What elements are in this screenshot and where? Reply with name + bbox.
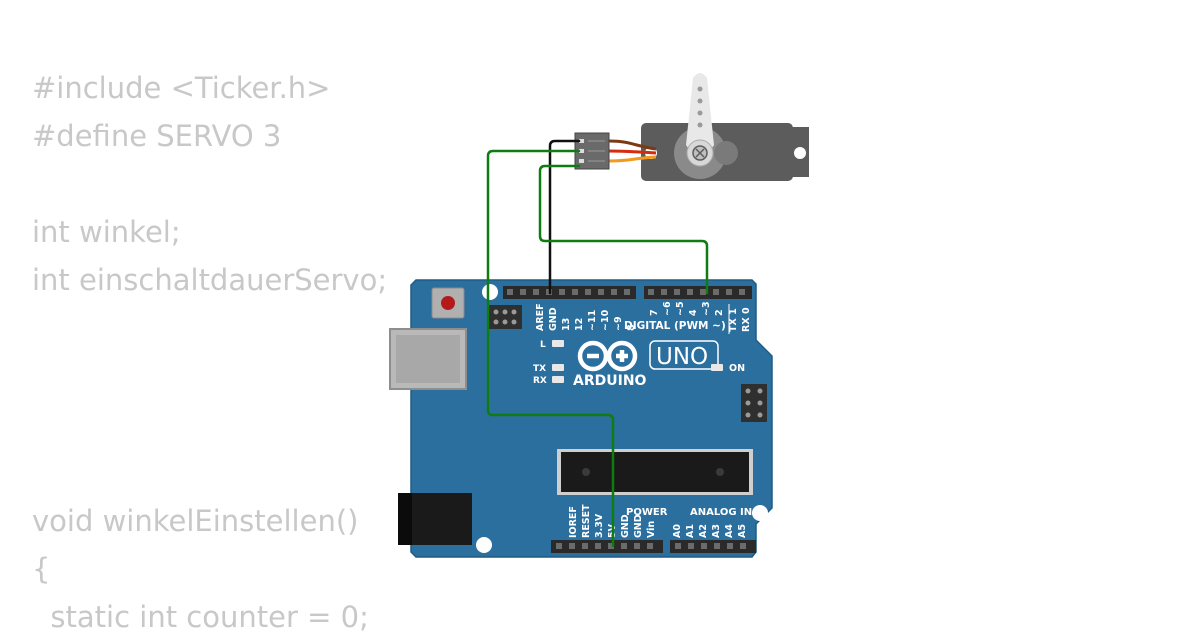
digital-pwm-label: DIGITAL (PWM ~) xyxy=(624,320,726,332)
analog-pin-labels: A0 A1 A2 A3 A4 A5 xyxy=(672,524,748,538)
pin-label: 13 xyxy=(561,318,572,331)
arduino-uno-board: AREF GND 13 12 ~11 ~10 ~9 8 7 ~6 ~5 4 ~3… xyxy=(389,279,773,558)
pin-label: GND xyxy=(633,514,644,538)
wire-5v xyxy=(486,149,615,548)
power-header xyxy=(551,540,663,553)
led-tx-label: TX xyxy=(533,364,546,374)
pin-label: TX 1 xyxy=(728,308,739,332)
pin-label: A2 xyxy=(698,524,709,538)
pin-label: A5 xyxy=(737,524,748,538)
digital-header-right xyxy=(644,286,752,299)
pin-label: ~11 xyxy=(587,310,598,331)
code-line-open-brace: { xyxy=(32,552,51,586)
mounting-hole xyxy=(476,537,492,553)
code-line-int-einschaltdauer: int einschaltdauerServo; xyxy=(32,263,388,297)
pin-label: GND xyxy=(548,307,559,331)
code-line-define: #define SERVO 3 xyxy=(32,119,282,153)
pin-label: GND xyxy=(620,514,631,538)
pin-label: ~6 xyxy=(662,301,673,316)
servo-connector xyxy=(574,132,610,170)
analog-section-label: ANALOG IN xyxy=(690,507,752,518)
pin-label: 12 xyxy=(574,318,585,331)
pin-label: A0 xyxy=(672,524,683,538)
pin-label: ~9 xyxy=(613,316,624,331)
bottom-header-sockets xyxy=(556,543,746,549)
uno-badge xyxy=(649,340,719,370)
pin-label: A4 xyxy=(724,524,735,538)
arduino-brand-text: ARDUINO xyxy=(573,373,647,389)
wire-signal-pin3 xyxy=(538,164,709,295)
led-on xyxy=(711,364,723,371)
pin-label: AREF xyxy=(535,303,546,331)
led-tx xyxy=(552,364,564,371)
wire-gnd xyxy=(548,139,581,295)
pin-label: RX 0 xyxy=(741,307,752,332)
reset-button[interactable] xyxy=(431,287,465,319)
pin-label: 4 xyxy=(688,309,699,316)
servo-cable xyxy=(608,139,657,163)
code-line-static-counter: static int counter = 0; xyxy=(32,600,369,634)
pin-label: ~10 xyxy=(600,309,611,331)
pin-label: 2 xyxy=(714,309,725,316)
servo-mount-hole xyxy=(794,147,806,159)
pin-label: ~3 xyxy=(701,301,712,316)
pin-label: 3.3V xyxy=(594,513,605,538)
dc-barrel-jack-front xyxy=(398,493,412,545)
led-on-label: ON xyxy=(729,363,745,374)
pin-label: A1 xyxy=(685,524,696,538)
icsp-header-top xyxy=(488,305,522,329)
led-rx xyxy=(552,376,564,383)
pin-label: Vin xyxy=(646,521,657,538)
pin-label: ~5 xyxy=(675,301,686,316)
digital-pin-labels: AREF GND 13 12 ~11 ~10 ~9 8 7 ~6 ~5 4 ~3… xyxy=(535,301,752,332)
led-l-label: L xyxy=(540,340,546,350)
led-rx-label: RX xyxy=(533,376,547,386)
code-line-int-winkel: int winkel; xyxy=(32,215,181,249)
pin-label: 7 xyxy=(649,309,660,316)
icsp-header-right xyxy=(741,384,767,422)
power-section-label: POWER xyxy=(626,507,668,518)
servo-gear-housing-ring xyxy=(714,141,738,165)
servo-motor xyxy=(641,73,809,181)
atmega-chip xyxy=(557,449,753,495)
mounting-hole xyxy=(752,505,768,521)
uno-model-text: UNO xyxy=(656,344,708,370)
mounting-hole xyxy=(482,284,498,300)
pin-label: A3 xyxy=(711,524,722,538)
arduino-logo-icon xyxy=(577,340,638,372)
pin-label: RESET xyxy=(581,504,592,538)
led-l xyxy=(552,340,564,347)
pin-label: IOREF xyxy=(568,506,579,538)
usb-connector-inner xyxy=(396,335,460,383)
pin-label: 8 xyxy=(626,324,637,331)
code-line-void-function: void winkelEinstellen() xyxy=(32,504,359,538)
wires xyxy=(486,139,709,548)
code-line-include: #include <Ticker.h> xyxy=(32,71,331,105)
